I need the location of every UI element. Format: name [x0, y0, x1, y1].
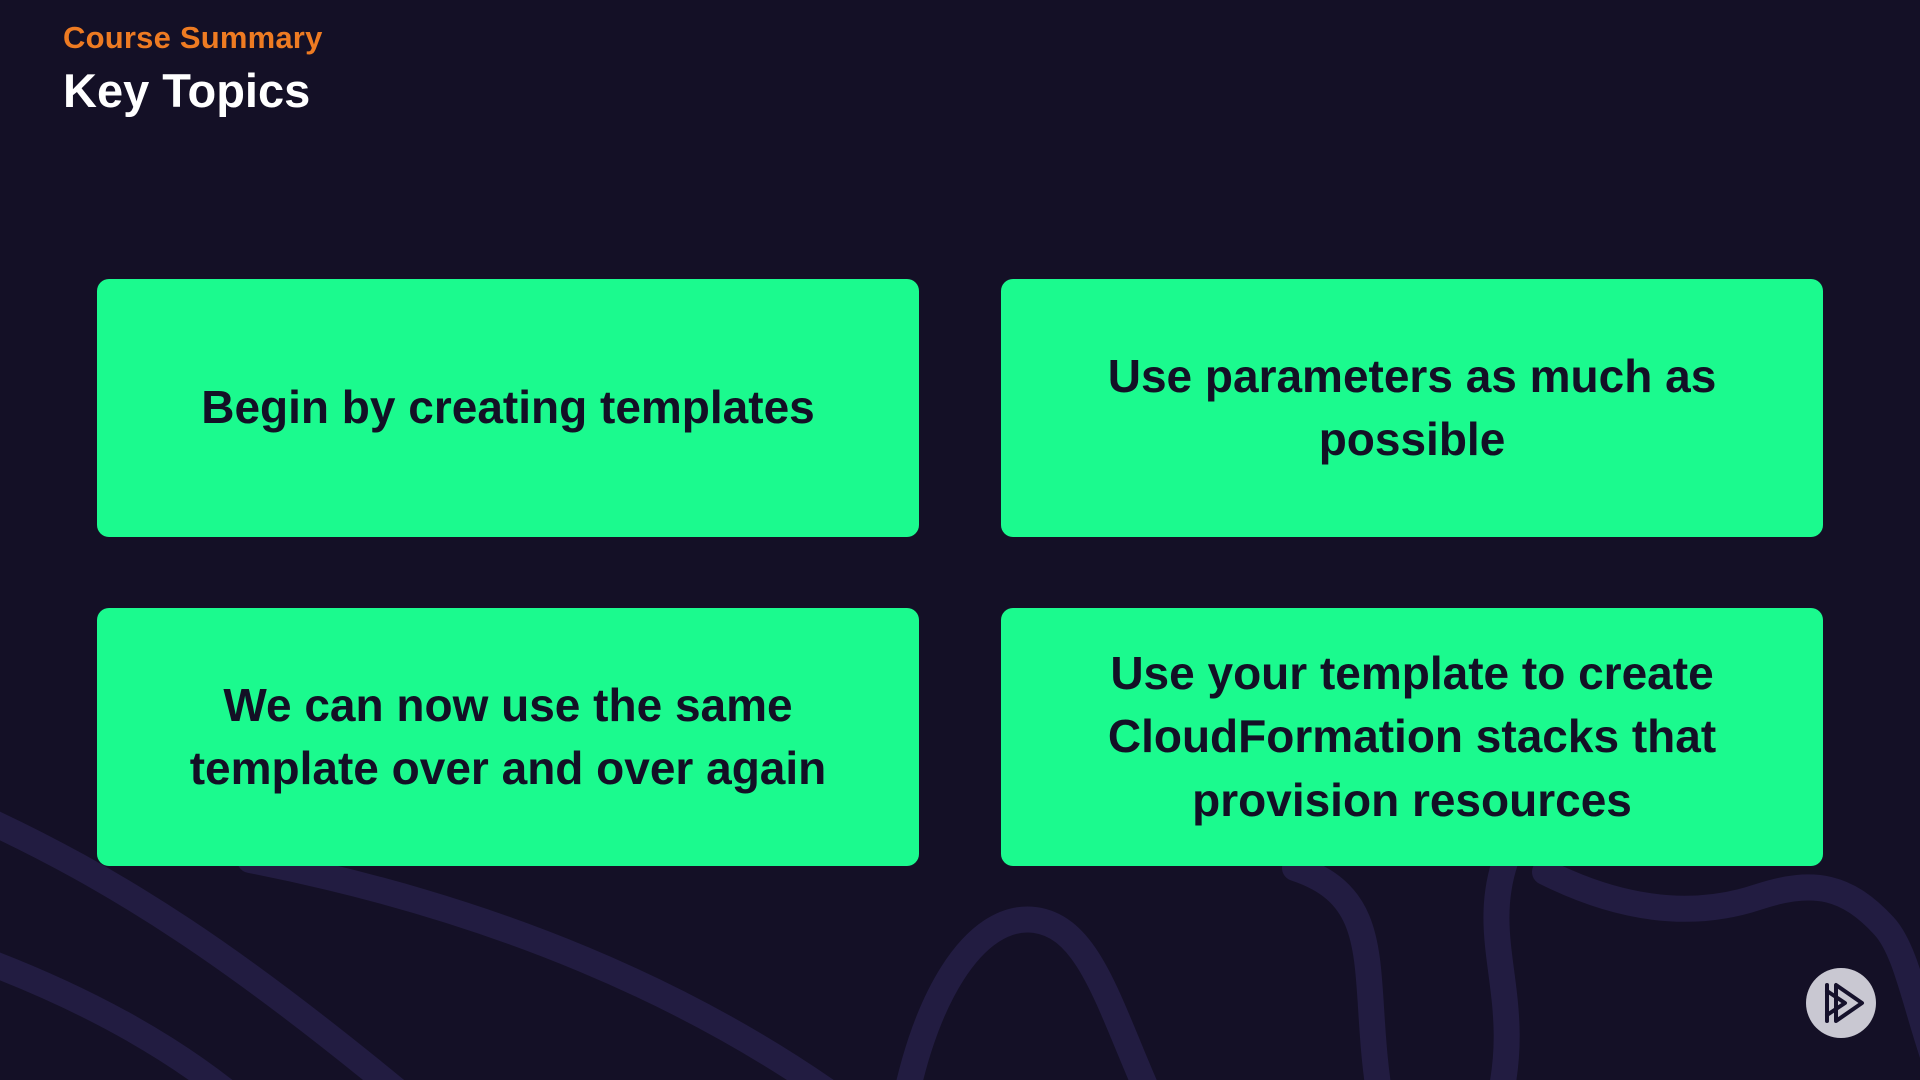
- topic-card-reuse-template: We can now use the same template over an…: [97, 608, 919, 866]
- topic-card-label: Use your template to create CloudFormati…: [1107, 646, 1717, 826]
- pluralsight-logo: [1806, 968, 1876, 1038]
- slide-header: Course Summary Key Topics: [63, 20, 323, 116]
- topic-card-label: Begin by creating templates: [201, 381, 815, 434]
- course-summary-label: Course Summary: [63, 20, 323, 55]
- topic-card-begin-templates: Begin by creating templates: [97, 279, 919, 537]
- topic-card-grid: Begin by creating templates Use paramete…: [97, 279, 1823, 866]
- topic-card-label: Use parameters as much as possible: [1107, 349, 1717, 465]
- topic-card-cloudformation-stacks: Use your template to create CloudFormati…: [1001, 608, 1823, 866]
- page-title: Key Topics: [63, 63, 311, 117]
- topic-card-label: We can now use the same template over an…: [189, 678, 827, 794]
- topic-card-use-parameters: Use parameters as much as possible: [1001, 279, 1823, 537]
- pluralsight-play-icon: [1825, 983, 1864, 1023]
